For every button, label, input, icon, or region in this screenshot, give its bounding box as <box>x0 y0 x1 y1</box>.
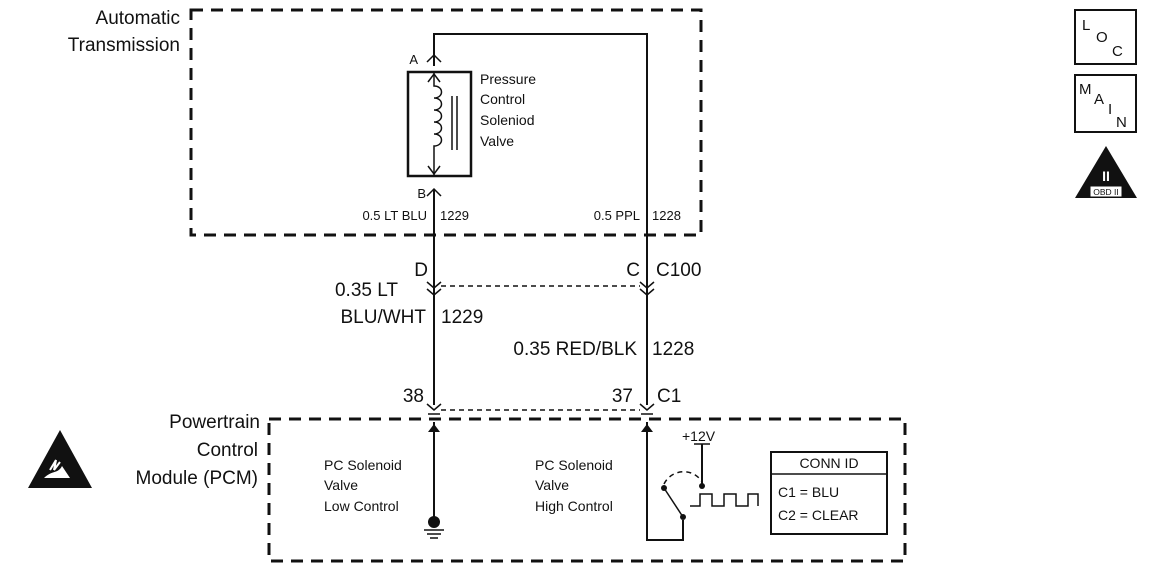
wire-1229-upper-color: 0.5 LT BLU <box>362 208 427 223</box>
c100-terminal-d <box>426 281 442 296</box>
wire-1229-upper-circuit: 1229 <box>440 208 469 223</box>
pin-b-terminal <box>426 187 442 197</box>
c100-pin-c: C <box>626 260 640 281</box>
high-control-line <box>646 422 684 541</box>
svg-text:C: C <box>1112 43 1123 60</box>
high-control-label-line1: PC Solenoid <box>535 457 613 473</box>
conn-id-title: CONN ID <box>799 455 858 471</box>
transmission-title-line2: Transmission <box>68 35 180 56</box>
solenoid-label-line4: Valve <box>480 133 514 149</box>
c1-pin-37: 37 <box>612 386 633 407</box>
svg-text:M: M <box>1079 81 1092 98</box>
pwm-signal-icon <box>690 493 759 507</box>
pcm-title-line3: Module (PCM) <box>136 468 258 489</box>
wire-1229-lower-color-line1: 0.35 LT <box>335 280 398 301</box>
conn-id-table: CONN ID C1 = BLU C2 = CLEAR <box>770 451 888 535</box>
c100-terminal-c <box>639 281 655 296</box>
low-control-label-line1: PC Solenoid <box>324 457 402 473</box>
low-control-label-line3: Low Control <box>324 498 399 514</box>
wire-1228-lower-circuit: 1228 <box>652 339 694 360</box>
transmission-title-line1: Automatic <box>96 8 180 29</box>
connector-c1: 38 37 C1 <box>403 386 681 415</box>
solenoid-label-line2: Control <box>480 91 525 107</box>
switch-arm <box>663 487 684 518</box>
switch-travel <box>663 471 703 485</box>
obd-ii-icon[interactable]: II OBD II <box>1075 146 1137 198</box>
wire-1229-lower-circuit: 1229 <box>441 307 483 328</box>
pcm-high-control: +12V PC Solenoid Valve High Control <box>535 422 759 541</box>
pcm-low-control: PC Solenoid Valve Low Control <box>324 422 444 539</box>
c1-terminal-37 <box>639 403 655 411</box>
coil-icon <box>427 72 458 176</box>
solenoid-pin-a: A <box>409 52 418 67</box>
solenoid-label-line3: Soleniod <box>480 112 535 128</box>
c100-name: C100 <box>656 260 701 281</box>
solenoid-pin-b: B <box>417 186 426 201</box>
conn-id-row2: C2 = CLEAR <box>778 507 859 523</box>
high-control-label-line2: Valve <box>535 477 569 493</box>
connector-c100: D C C100 <box>414 260 701 296</box>
solenoid-label-line1: Pressure <box>480 71 536 87</box>
conn-id-row1: C1 = BLU <box>778 484 839 500</box>
pin-a-terminal <box>426 53 442 63</box>
c1-pin-38: 38 <box>403 386 424 407</box>
wire-1229-lower-color-line2: BLU/WHT <box>341 307 427 328</box>
low-control-arrow <box>428 424 440 432</box>
pcm-boundary <box>267 417 907 563</box>
svg-text:O: O <box>1096 29 1108 46</box>
c100-pin-d: D <box>414 260 428 281</box>
loc-icon[interactable]: L O C <box>1074 9 1137 65</box>
svg-text:A: A <box>1094 91 1104 108</box>
low-control-label-line2: Valve <box>324 477 358 493</box>
solenoid-assembly: A B Pressure Control Soleniod Valve <box>406 33 648 270</box>
c1-name: C1 <box>657 386 681 407</box>
svg-text:L: L <box>1082 17 1090 34</box>
svg-text:OBD II: OBD II <box>1093 187 1119 197</box>
pcm-title-line1: Powertrain <box>169 412 260 433</box>
wire-1228-upper-color: 0.5 PPL <box>594 208 640 223</box>
main-icon[interactable]: M A I N <box>1074 74 1137 133</box>
svg-text:II: II <box>1102 168 1110 184</box>
high-control-arrow <box>641 424 653 432</box>
pcm-title-line2: Control <box>197 440 258 461</box>
supply-label: +12V <box>682 428 716 444</box>
ground-icon <box>424 516 444 539</box>
transmission-boundary <box>189 8 703 237</box>
c1-terminal-38 <box>426 403 442 411</box>
switch-contact-top <box>699 483 705 489</box>
conn-id-box <box>770 451 888 535</box>
wire-1228-upper-circuit: 1228 <box>652 208 681 223</box>
svg-text:I: I <box>1108 101 1112 118</box>
wire-1228-top <box>433 33 648 270</box>
high-control-label-line3: High Control <box>535 498 613 514</box>
svg-text:N: N <box>1116 114 1127 131</box>
wire-1228-lower-color: 0.35 RED/BLK <box>513 339 637 360</box>
esd-warning-icon <box>28 430 92 488</box>
